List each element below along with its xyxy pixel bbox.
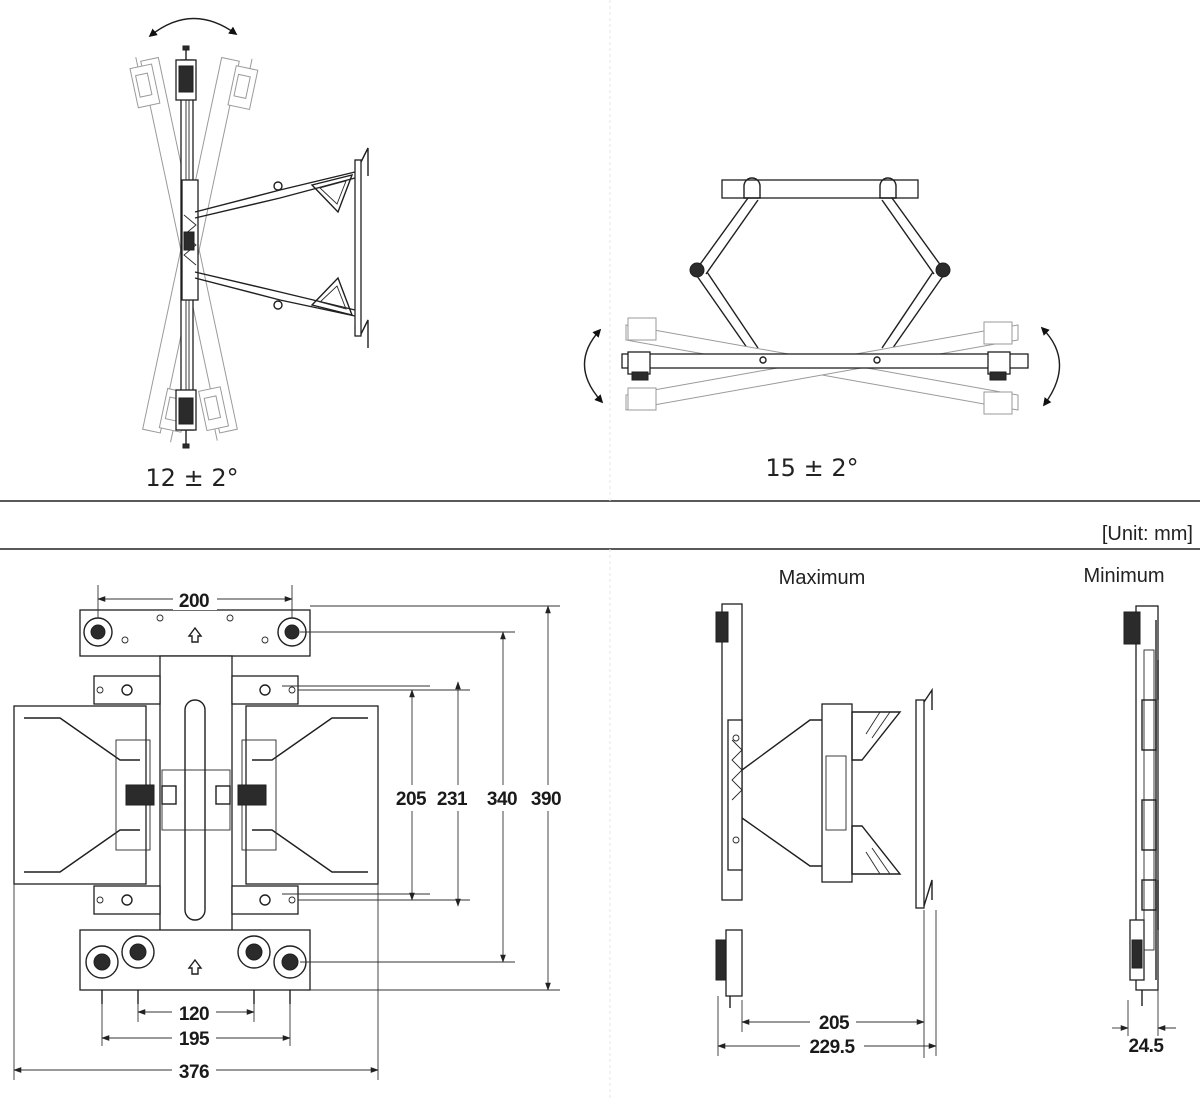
- front-view: [13, 585, 564, 1082]
- dimension-340: 340: [487, 789, 517, 810]
- swivel-top-view: [583, 177, 1061, 415]
- dimension-229-5: 229.5: [809, 1037, 855, 1058]
- maximum-extension-side-view: [715, 603, 937, 1058]
- dimension-231: 231: [437, 789, 468, 810]
- dimension-205-depth: 205: [819, 1013, 850, 1034]
- dimension-200: 200: [179, 591, 209, 612]
- swivel-angle-label: 15 ± 2°: [765, 454, 858, 482]
- dimension-24-5: 24.5: [1129, 1036, 1165, 1057]
- swivel-right-rotation-arrow-icon: [1040, 326, 1061, 407]
- unit-note: [Unit: mm]: [1102, 523, 1193, 545]
- swivel-left-rotation-arrow-icon: [583, 328, 604, 404]
- tilt-rotation-arrow-icon: [148, 17, 238, 38]
- minimum-folded-side-view: [1112, 605, 1176, 1036]
- tilt-angle-label: 12 ± 2°: [145, 464, 238, 492]
- dimension-120: 120: [179, 1004, 209, 1025]
- tilt-side-view: [129, 17, 369, 449]
- minimum-view-label: Minimum: [1083, 565, 1164, 587]
- dimension-390: 390: [531, 789, 561, 810]
- dimension-195: 195: [179, 1029, 210, 1050]
- dimension-205-height: 205: [396, 789, 427, 810]
- maximum-view-label: Maximum: [779, 567, 866, 589]
- dimension-376: 376: [179, 1062, 209, 1083]
